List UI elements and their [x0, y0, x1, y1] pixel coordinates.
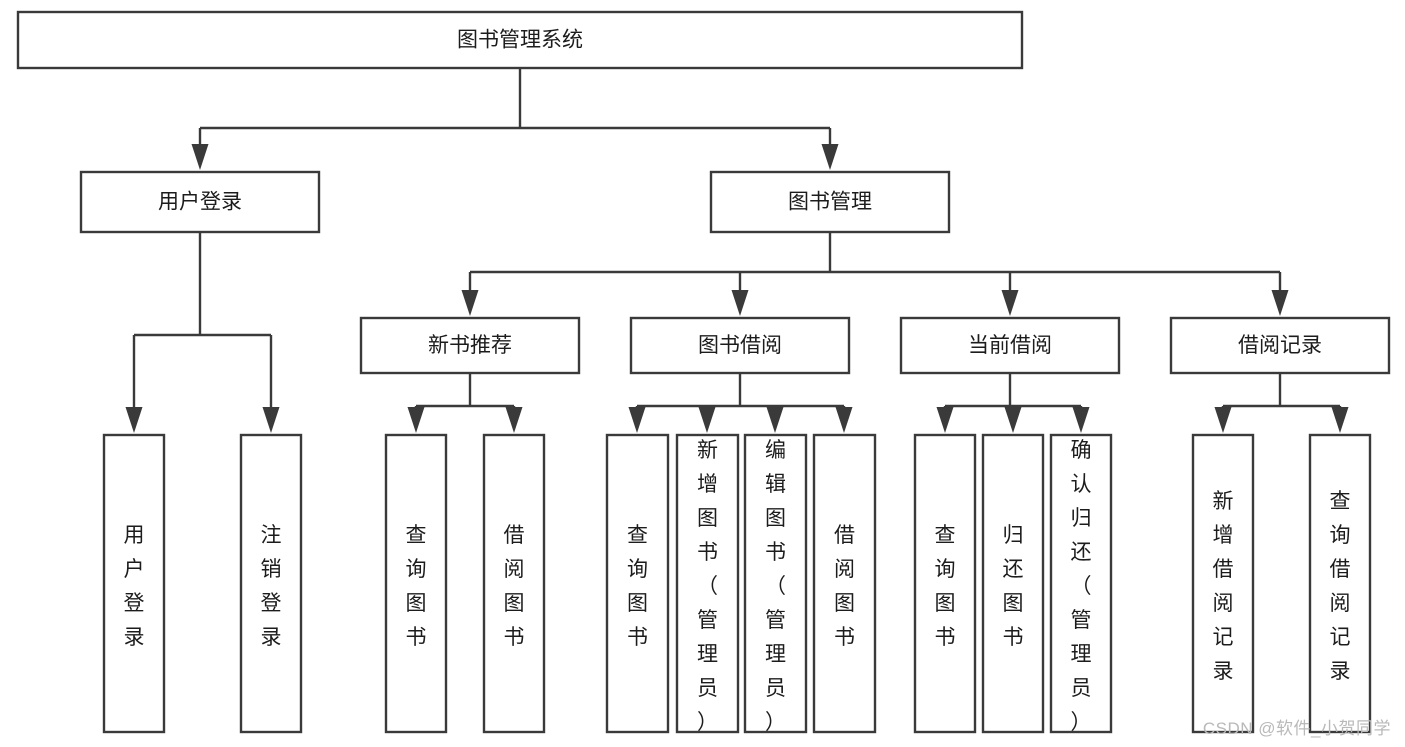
node-level3-1[interactable]: 图书借阅 [629, 316, 851, 375]
watermark-label: CSDN @软件_小贺同学 [1202, 719, 1391, 738]
node-label: 归还图书 [1003, 524, 1024, 649]
node-label: 图书借阅 [698, 334, 782, 357]
node-leaf-8[interactable]: 查询图书 [913, 433, 977, 734]
node-label: 图书管理 [788, 191, 872, 214]
node-leaf-7[interactable]: 借阅图书 [812, 433, 877, 734]
node-leaf-10[interactable]: 确认归还（管理员） [1049, 433, 1113, 734]
node-leaf-2[interactable]: 查询图书 [384, 433, 448, 734]
node-label: 查询图书 [627, 524, 648, 649]
node-level2-0[interactable]: 用户登录 [79, 170, 321, 234]
node-label: 用户登录 [158, 191, 242, 214]
connector-current-to-leaves [936, 373, 1090, 433]
node-label: 借阅记录 [1238, 334, 1322, 357]
connector-root-to-level2 [191, 68, 839, 170]
node-label: 编辑图书（管理员） [765, 439, 786, 734]
node-leaf-1[interactable]: 注销登录 [239, 433, 303, 734]
nodes-layer: 图书管理系统用户登录图书管理新书推荐图书借阅当前借阅借阅记录用户登录注销登录查询… [16, 10, 1391, 734]
connector-record-to-leaves [1214, 373, 1349, 433]
node-leaf-6[interactable]: 编辑图书（管理员） [743, 433, 808, 734]
node-label: 查询图书 [406, 524, 427, 649]
node-label: 借阅图书 [504, 524, 525, 649]
connector-borrow-to-leaves [628, 373, 853, 433]
node-level3-3[interactable]: 借阅记录 [1169, 316, 1391, 375]
node-label: 当前借阅 [968, 334, 1052, 357]
node-level2-1[interactable]: 图书管理 [709, 170, 951, 234]
node-root-book-management-system[interactable]: 图书管理系统 [16, 10, 1024, 70]
connector-bookmgmt-to-level3 [461, 232, 1289, 316]
node-leaf-12[interactable]: 查询借阅记录 [1308, 433, 1372, 734]
node-label: 新书推荐 [428, 334, 512, 357]
node-leaf-4[interactable]: 查询图书 [605, 433, 670, 734]
node-leaf-5[interactable]: 新增图书（管理员） [675, 433, 740, 734]
node-label: 用户登录 [124, 524, 145, 649]
node-leaf-3[interactable]: 借阅图书 [482, 433, 546, 734]
node-label: 确认归还（管理员） [1071, 439, 1092, 734]
node-label: 查询借阅记录 [1330, 490, 1351, 683]
node-label: 新增借阅记录 [1213, 490, 1234, 683]
node-label: 注销登录 [261, 524, 282, 649]
node-leaf-11[interactable]: 新增借阅记录 [1191, 433, 1255, 734]
connector-newbook-to-leaves [407, 373, 523, 433]
connector-login-to-leaves [125, 232, 280, 433]
node-label: 新增图书（管理员） [697, 439, 718, 734]
node-label: 图书管理系统 [457, 29, 583, 52]
node-level3-2[interactable]: 当前借阅 [899, 316, 1121, 375]
node-level3-0[interactable]: 新书推荐 [359, 316, 581, 375]
node-leaf-0[interactable]: 用户登录 [102, 433, 166, 734]
node-label: 查询图书 [935, 524, 956, 649]
connectors-layer [125, 68, 1349, 433]
node-leaf-9[interactable]: 归还图书 [981, 433, 1045, 734]
node-label: 借阅图书 [834, 524, 855, 649]
